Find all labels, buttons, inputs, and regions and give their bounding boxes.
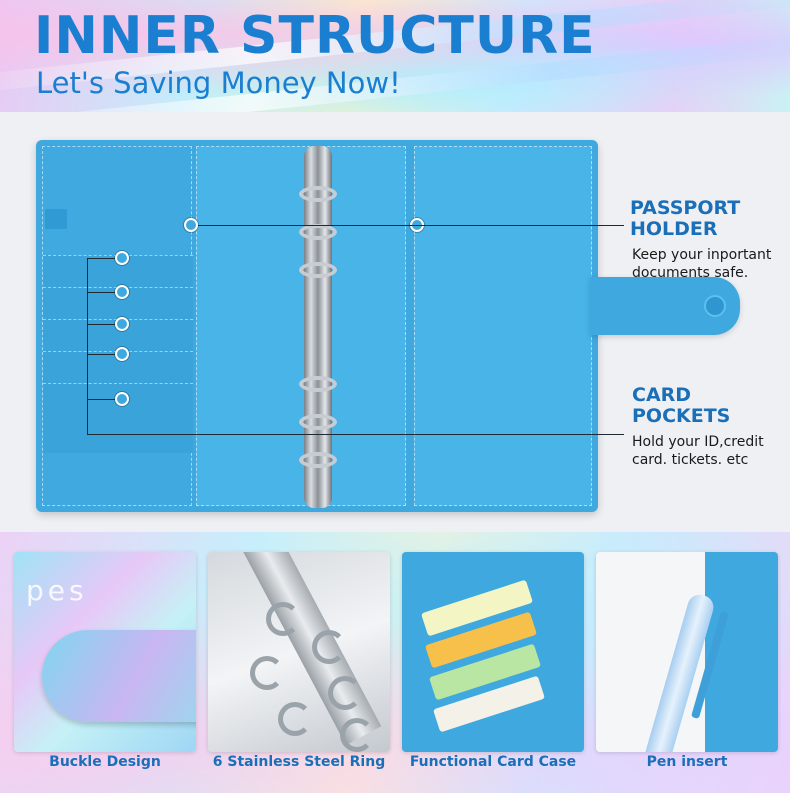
card-callout-line — [87, 324, 115, 325]
card-pockets-title: CARD POCKETS — [632, 385, 730, 427]
binder-ring — [299, 414, 337, 430]
callout-title-line: CARD — [632, 384, 692, 406]
page-subtitle: Let's Saving Money Now! — [36, 66, 401, 100]
binder-ring — [299, 224, 337, 240]
steel-ring — [312, 630, 346, 664]
feature-label-card-case: Functional Card Case — [409, 754, 577, 770]
feature-image-buckle: pes — [14, 552, 196, 752]
passport-holder-title: PASSPORT HOLDER — [630, 198, 740, 240]
card-marker-dot — [115, 317, 129, 331]
callout-desc-line: Hold your ID,credit — [632, 434, 764, 450]
card-callout-line — [87, 258, 88, 434]
card-marker-dot — [115, 285, 129, 299]
buckle-strap — [42, 630, 196, 722]
feature-label-buckle: Buckle Design — [49, 754, 161, 770]
feature-image-pen — [596, 552, 778, 752]
header-banner: INNER STRUCTURE Let's Saving Money Now! — [0, 0, 790, 112]
card-callout-line — [87, 354, 115, 355]
steel-ring — [278, 702, 312, 736]
binder-open — [36, 140, 598, 512]
card-pockets-description: Hold your ID,credit card. tickets. etc — [632, 433, 764, 469]
page-title: INNER STRUCTURE — [34, 6, 596, 66]
passport-callout-line — [198, 225, 624, 226]
feature-image-card-case — [402, 552, 584, 752]
feature-label-pen: Pen insert — [646, 754, 728, 770]
callout-desc-line: Keep your inportant — [632, 247, 772, 263]
card-marker-dot — [115, 347, 129, 361]
binder-ring — [299, 186, 337, 202]
binder-ring — [299, 262, 337, 278]
callout-desc-line: card. tickets. etc — [632, 452, 749, 468]
steel-ring — [340, 718, 374, 752]
feature-strip: pes Buckle Design 6 Stainless Steel Ring… — [0, 532, 790, 793]
binder-photo-area: PASSPORT HOLDER Keep your inportant docu… — [0, 112, 790, 532]
embossed-logo-text: pes — [26, 574, 88, 607]
binder-ring — [299, 452, 337, 468]
binder-clasp — [590, 277, 740, 335]
callout-desc-line: documents safe. — [632, 265, 749, 281]
callout-title-line: PASSPORT — [630, 197, 741, 219]
card-callout-line — [87, 292, 115, 293]
callout-title-line: POCKETS — [632, 405, 731, 427]
binder-middle-panel — [196, 146, 406, 506]
card-callout-line — [87, 399, 115, 400]
snap-button — [704, 295, 726, 317]
ring-binder-spine — [304, 146, 332, 508]
steel-ring — [250, 656, 284, 690]
card-callout-line — [87, 258, 115, 259]
steel-ring — [266, 602, 300, 636]
callout-title-line: HOLDER — [630, 218, 718, 240]
card-marker-dot — [115, 251, 129, 265]
feature-label-rings: 6 Stainless Steel Ring — [212, 754, 386, 770]
passport-holder-description: Keep your inportant documents safe. — [632, 246, 771, 282]
pen-loop — [45, 209, 67, 229]
binder-right-panel — [414, 146, 592, 506]
card-marker-dot — [115, 392, 129, 406]
feature-image-rings — [208, 552, 390, 752]
binder-ring — [299, 376, 337, 392]
steel-ring — [328, 676, 362, 710]
card-callout-line — [87, 434, 624, 435]
passport-marker-dot — [184, 218, 198, 232]
